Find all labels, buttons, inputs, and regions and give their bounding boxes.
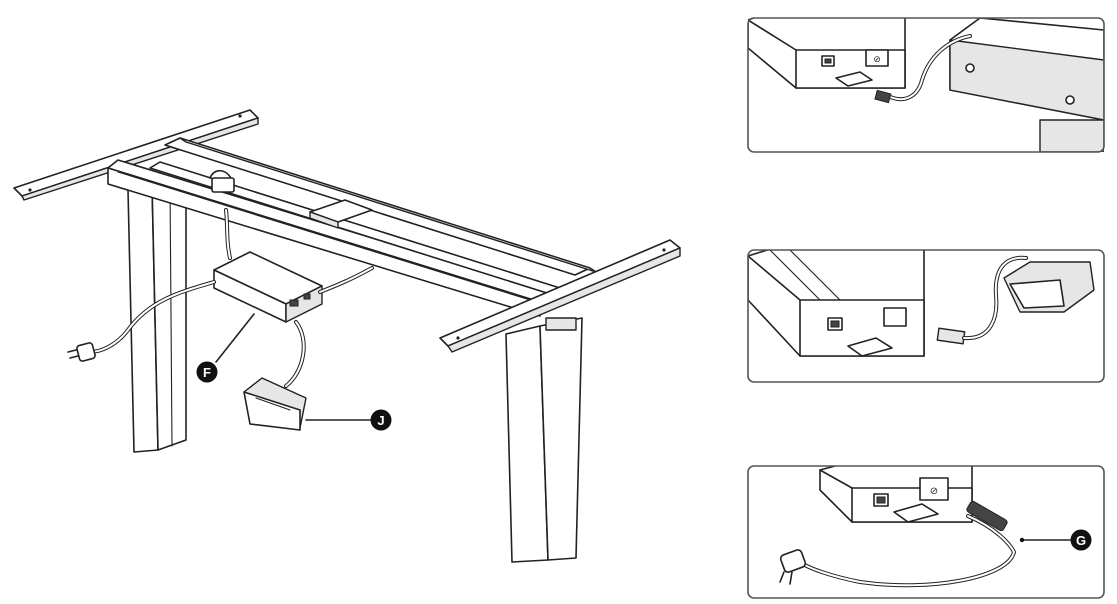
cables [88, 208, 374, 388]
svg-text:⊘: ⊘ [930, 486, 938, 497]
callout-j-label: J [377, 413, 384, 428]
left-foot [13, 109, 259, 201]
callout-g-label: G [1076, 533, 1086, 548]
control-box [213, 251, 323, 323]
detail-panel-controller-cable [747, 249, 1105, 383]
desk-frame-illustration: F J [13, 109, 681, 563]
callout-j: J [305, 409, 392, 431]
svg-text:⊘: ⊘ [873, 54, 881, 64]
power-plug-icon [67, 342, 96, 362]
hand-controller [243, 377, 307, 431]
crossbars [107, 137, 597, 317]
callout-f: F [196, 313, 255, 383]
right-foot [439, 239, 681, 353]
callout-f-label: F [203, 365, 211, 380]
detail-panel-motor-cable: ⊘ [747, 17, 1105, 153]
power-plug-icon-detail [779, 549, 807, 585]
right-leg [505, 317, 583, 563]
callout-g: G [1019, 529, 1092, 551]
detail-panel-power-cord: ⊘ G [747, 465, 1105, 599]
left-leg [127, 179, 187, 453]
